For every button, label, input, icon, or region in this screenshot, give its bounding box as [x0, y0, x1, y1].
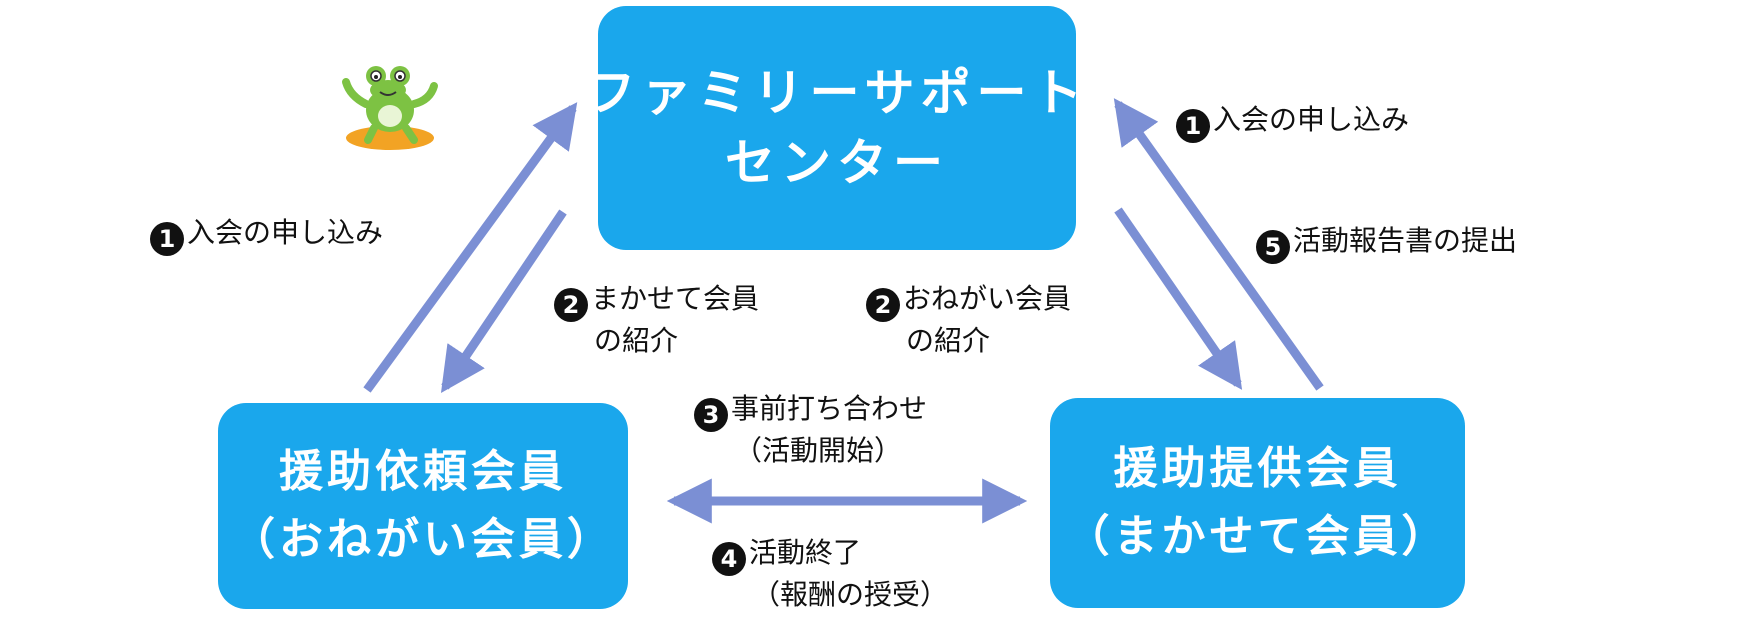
arrow-left-apply — [363, 102, 578, 393]
intro-makasete-line2: の紹介 — [594, 324, 679, 357]
intro-onegai-line2: の紹介 — [906, 324, 991, 357]
arrow-right-apply — [1113, 98, 1324, 391]
right-apply-text: 入会の申し込み — [1213, 103, 1410, 136]
intro-makasete-line1: まかせて会員 — [591, 282, 760, 315]
end-line2: （報酬の授受） — [752, 578, 949, 611]
requesting-member-box: 援助依頼会員 （おねがい会員） — [218, 403, 628, 609]
frog-mascot-icon — [342, 66, 438, 150]
left-apply-text: 入会の申し込み — [187, 216, 384, 249]
step-number-badge: 2 — [866, 288, 900, 322]
right-box-line1: 援助提供会員 — [1113, 443, 1402, 494]
step-number-badge: 5 — [1256, 230, 1290, 264]
left-box-line1: 援助依頼会員 — [279, 446, 567, 497]
step-number-badge: 2 — [554, 288, 588, 322]
step-number-badge: 3 — [694, 398, 728, 432]
family-support-center-box: ファミリーサポート センター — [586, 6, 1083, 250]
report-text: 活動報告書の提出 — [1293, 224, 1518, 257]
end-line1: 活動終了 — [749, 536, 862, 569]
center-box-line1: ファミリーサポート — [585, 64, 1089, 122]
step-number-badge: 1 — [150, 222, 184, 256]
arrow-right-intro — [1114, 207, 1243, 390]
meeting-line1: 事前打ち合わせ — [731, 392, 928, 425]
intro-onegai-line1: おねがい会員 — [903, 282, 1072, 315]
center-box-line2: センター — [725, 134, 949, 192]
right-box-line2: （まかせて会員） — [1065, 511, 1450, 562]
left-box-line2: （おねがい会員） — [231, 514, 615, 565]
arrow-left-intro — [440, 209, 567, 393]
step-number-badge: 4 — [712, 542, 746, 576]
meeting-line2: （活動開始） — [734, 434, 903, 467]
step-number-badge: 1 — [1176, 109, 1210, 143]
providing-member-box: 援助提供会員 （まかせて会員） — [1050, 398, 1465, 608]
